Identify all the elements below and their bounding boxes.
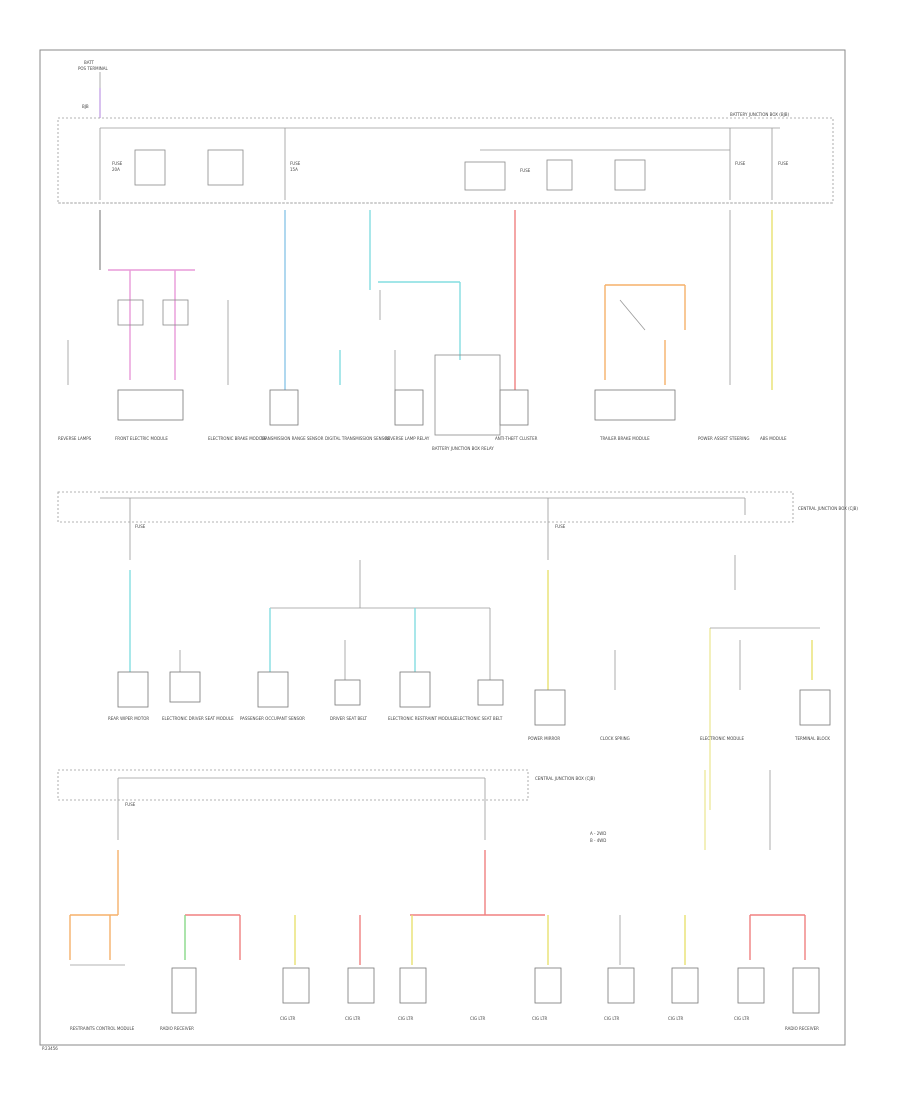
comp-c4: TRANSMISSION RANGE SENSOR (259, 436, 324, 441)
comp-e5: CIG LTR (398, 1016, 413, 1021)
svg-text:FUSE: FUSE (555, 524, 566, 529)
comp-c5: DIGITAL TRANSMISSION SENSOR (325, 436, 390, 441)
comp-c3: ELECTRONIC BRAKE MODULE (208, 436, 267, 441)
comp-d2: ELECTRONIC DRIVER SEAT MODULE (162, 716, 234, 721)
bjb-label: BATTERY JUNCTION BOX (BJB) (730, 112, 789, 117)
comp-c1: REVERSE LAMPS (58, 436, 92, 441)
comp-e1: RESTRAINTS CONTROL MODULE (70, 1026, 135, 1031)
bjb-box (57, 117, 834, 204)
comp-c9: TRAILER BRAKE MODULE (599, 436, 650, 441)
comp-c8: ANTI-THEFT CLUSTER (495, 436, 538, 441)
battery-label: BATT (84, 60, 95, 65)
svg-text:FUSE: FUSE (112, 161, 123, 166)
comp-c6: REVERSE LAMP RELAY (385, 436, 430, 441)
row3-labels: RESTRAINTS CONTROL MODULE RADIO RECEIVER… (70, 1016, 819, 1031)
svg-text:FUSE: FUSE (735, 161, 746, 166)
cjb-box-1 (57, 491, 794, 523)
comp-e4: CIG LTR (345, 1016, 360, 1021)
comp-e7: CIG LTR (532, 1016, 547, 1021)
page-label: P.23456 (42, 1046, 58, 1051)
comp-d10: TERMINAL BLOCK (794, 736, 830, 741)
comp-d6: ELECTRONIC SEAT BELT (455, 716, 503, 721)
row2-labels: REAR WIPER MOTOR ELECTRONIC DRIVER SEAT … (108, 716, 830, 741)
svg-text:FUSE: FUSE (290, 161, 301, 166)
comp-c2: FRONT ELECTRIC MODULE (115, 436, 168, 441)
comp-e3: CIG LTR (280, 1016, 295, 1021)
comp-c11: ABS MODULE (760, 436, 787, 441)
cjb-label-2: CENTRAL JUNCTION BOX (CJB) (535, 776, 595, 781)
cjb-label-1: CENTRAL JUNCTION BOX (CJB) (798, 506, 858, 511)
section-central-junction-2: CENTRAL JUNCTION BOX (CJB) FUSE A - 2WD … (57, 769, 820, 1014)
comp-d3: PASSENGER OCCUPANT SENSOR (240, 716, 305, 721)
comp-d4: DRIVER SEAT BELT (330, 716, 368, 721)
svg-text:B - 4WD: B - 4WD (590, 838, 606, 843)
svg-text:FUSE: FUSE (135, 524, 146, 529)
svg-text:FUSE: FUSE (520, 168, 531, 173)
comp-d7: POWER MIRROR (528, 736, 560, 741)
svg-text:FUSE: FUSE (778, 161, 789, 166)
comp-d9: ELECTRONIC MODULE (700, 736, 745, 741)
svg-text:20A: 20A (112, 167, 120, 172)
diagram-frame (39, 49, 846, 1046)
svg-text:POS TERMINAL: POS TERMINAL (78, 66, 108, 71)
section-battery-junction: BATT POS TERMINAL BJB BATTERY JUNCTION B… (57, 60, 834, 436)
svg-text:BJB: BJB (82, 104, 89, 109)
comp-e8: CIG LTR (604, 1016, 619, 1021)
comp-d1: REAR WIPER MOTOR (108, 716, 149, 721)
comp-e6: CIG LTR (470, 1016, 485, 1021)
comp-e2: RADIO RECEIVER (160, 1026, 194, 1031)
comp-e11: RADIO RECEIVER (785, 1026, 819, 1031)
row1-labels: REVERSE LAMPS FRONT ELECTRIC MODULE ELEC… (58, 436, 787, 451)
comp-e9: CIG LTR (668, 1016, 683, 1021)
section-central-junction-1: CENTRAL JUNCTION BOX (CJB) FUSE FUSE (57, 491, 858, 810)
comp-d5: ELECTRONIC RESTRAINT MODULE (388, 716, 456, 721)
svg-text:15A: 15A (290, 167, 298, 172)
svg-text:FUSE: FUSE (125, 802, 136, 807)
comp-d8: CLOCK SPRING (600, 736, 630, 741)
comp-c10: POWER ASSIST STEERING (698, 436, 749, 441)
cjb-box-2 (57, 769, 529, 801)
comp-e10: CIG LTR (734, 1016, 749, 1021)
comp-c7: BATTERY JUNCTION BOX RELAY (432, 446, 494, 451)
svg-text:A - 2WD: A - 2WD (590, 831, 606, 836)
